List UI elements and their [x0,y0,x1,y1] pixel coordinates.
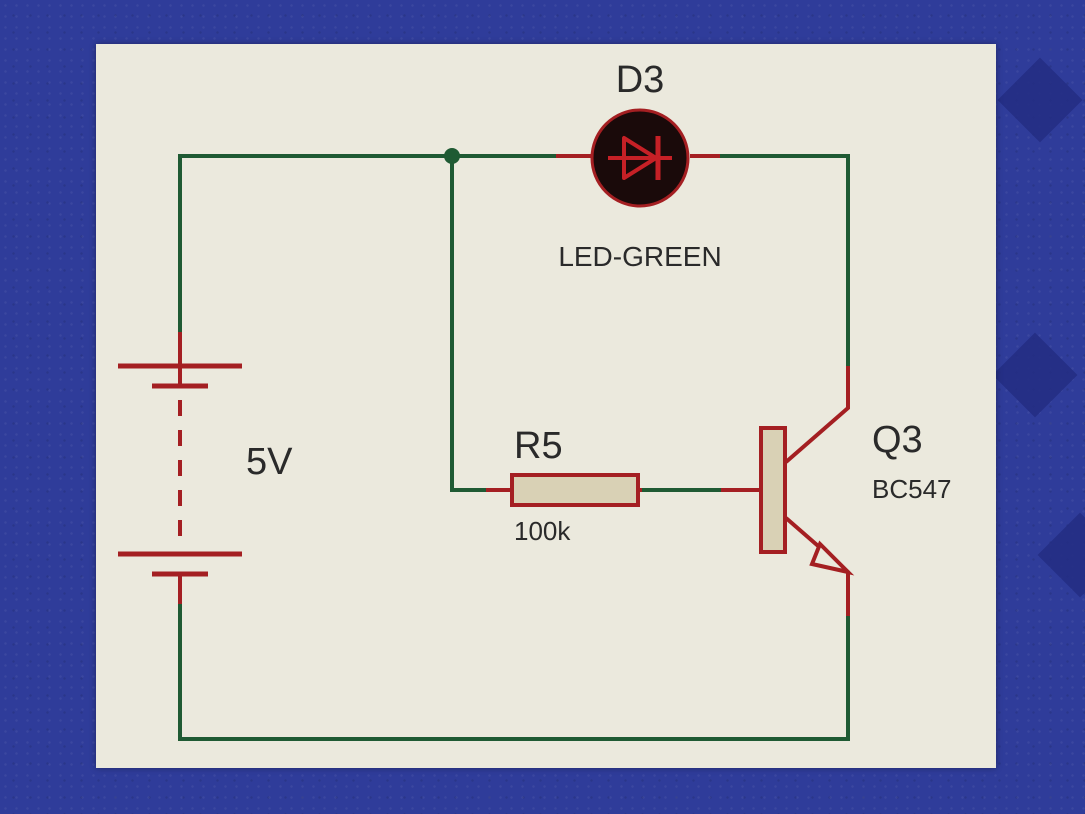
battery-voltage: 5V [246,441,293,483]
led-value: LED-GREEN [558,241,721,272]
transistor-value: BC547 [872,474,952,504]
resistor-value: 100k [514,516,571,546]
schematic-canvas: D3 LED-GREEN R5 100k Q3 BC547 5V [96,44,996,768]
collector-lead [784,366,850,464]
circuit-diagram: D3 LED-GREEN R5 100k Q3 BC547 5V [118,59,952,741]
component-leads [178,154,850,616]
resistor-designator: R5 [514,425,563,467]
wire-top-right [720,154,850,366]
battery-icon[interactable] [118,363,242,577]
background-decoration [997,57,1083,143]
wire-bottom [178,584,850,741]
junction-dot [444,148,460,164]
led-diode-icon[interactable] [590,108,690,208]
resistor-icon[interactable] [510,473,640,507]
transistor-designator: Q3 [872,419,923,461]
background-decoration [992,332,1078,418]
wires-green [178,154,850,741]
npn-transistor-icon[interactable] [759,426,855,576]
wire-top-left [178,154,556,366]
background-decoration [1037,512,1085,598]
wire-junction-to-resistor [450,156,486,492]
led-designator: D3 [616,59,665,101]
